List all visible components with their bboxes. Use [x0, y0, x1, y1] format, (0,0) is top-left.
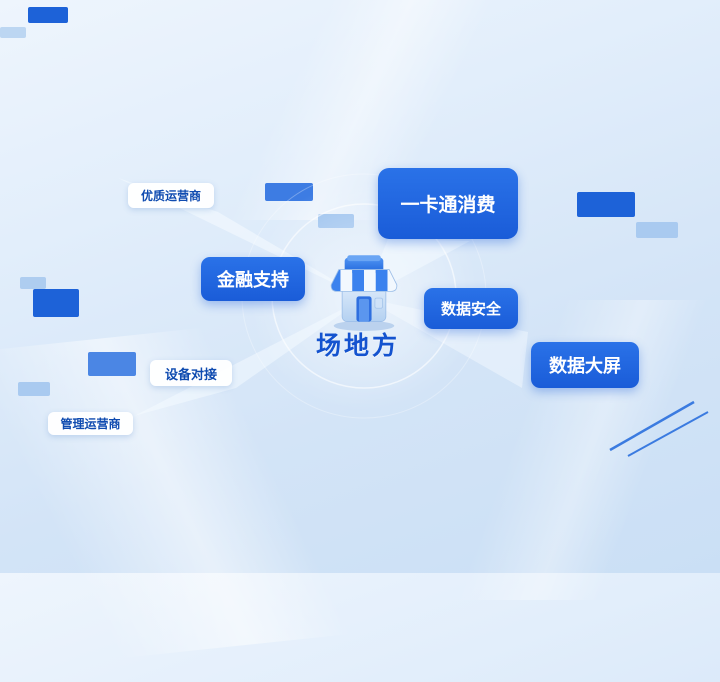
deco-rect [18, 382, 50, 396]
deco-rect [318, 214, 354, 228]
node-quality-operator: 优质运营商 [128, 183, 214, 208]
deco-rect [88, 352, 136, 376]
center-label: 场地方 [315, 332, 400, 360]
deco-rect [28, 7, 68, 23]
deco-rect [33, 289, 79, 317]
diagonal-accent-line [609, 400, 695, 452]
storefront-icon [322, 244, 406, 332]
background-streak [0, 0, 720, 220]
node-data-security: 数据安全 [424, 288, 518, 329]
deco-rect [265, 183, 313, 201]
deco-rect [0, 27, 26, 38]
deco-rect [577, 192, 635, 217]
node-device-docking: 设备对接 [150, 360, 232, 386]
node-financial-support: 金融支持 [201, 257, 305, 301]
deco-rect [636, 222, 678, 238]
node-management-operator: 管理运营商 [48, 412, 133, 435]
node-data-dashboard: 数据大屏 [531, 342, 639, 388]
node-one-card-consumption: 一卡通消费 [378, 168, 518, 239]
diagonal-accent-line [627, 411, 709, 457]
deco-rect [20, 277, 46, 289]
